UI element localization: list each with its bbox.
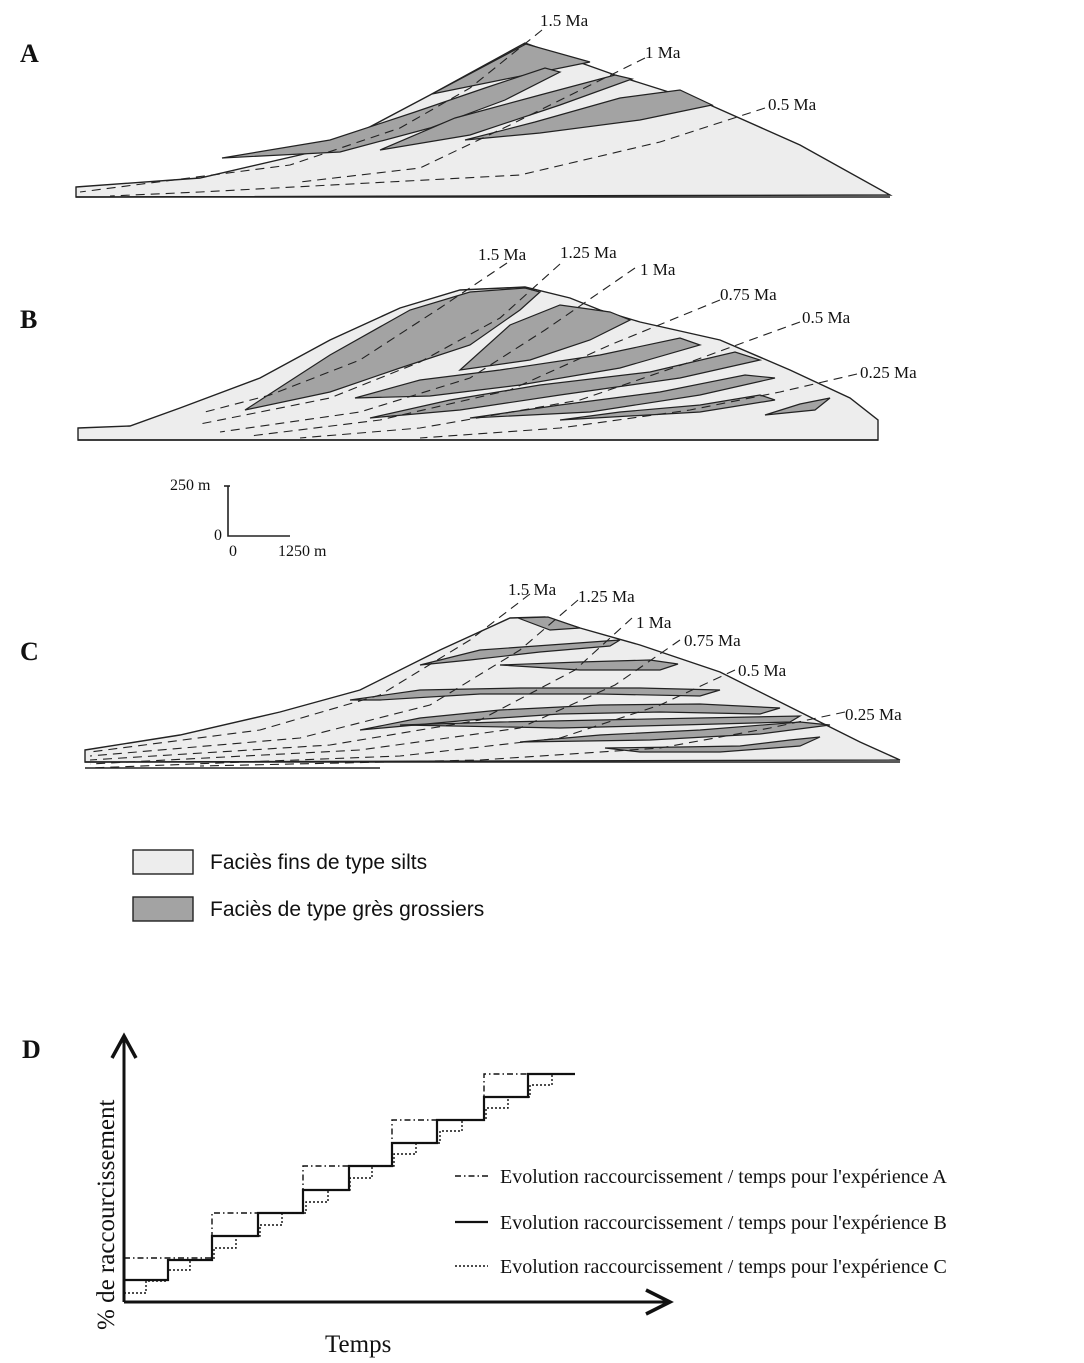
- panel-b-age-label: 1.25 Ma: [560, 243, 617, 262]
- panel-b-isochron: [219, 267, 636, 433]
- panel-b-age-label: 0.5 Ma: [802, 308, 851, 327]
- panel-c-coarse-layer: [419, 639, 621, 666]
- panel-b-coarse-layer: [764, 397, 831, 416]
- x-axis-label: Temps: [325, 1331, 391, 1358]
- legend-label-c: Evolution raccourcissement / temps pour …: [500, 1256, 947, 1278]
- panel-a-isochron: [299, 57, 646, 183]
- panel-c-coarse-layer: [604, 736, 821, 753]
- panel-c-coarse-layer: [517, 616, 581, 631]
- panel-b-coarse-layer: [559, 394, 776, 421]
- panel-b-isochron: [204, 262, 508, 413]
- panel-b-isochron: [249, 299, 721, 437]
- legend-label-fine: Faciès fins de type silts: [210, 851, 427, 874]
- panel-a-coarse-layer: [221, 67, 562, 159]
- panel-c-coarse-layer: [349, 687, 721, 701]
- panel-c-letter: C: [20, 637, 39, 666]
- panel-a-age-label: 0.5 Ma: [768, 95, 817, 114]
- panel-b-age-label: 0.75 Ma: [720, 285, 777, 304]
- panel-c-coarse-layer: [499, 659, 679, 671]
- panel-b-coarse-layer: [354, 337, 702, 399]
- panel-b-age-label: 1 Ma: [640, 260, 676, 279]
- panel-c: C 1.5 Ma 1.25 Ma 1 Ma 0.75 Ma 0.5 Ma 0.2…: [20, 580, 902, 769]
- panel-c-coarse-layer: [519, 721, 831, 743]
- y-axis-label: % de raccourcissement: [93, 1100, 120, 1330]
- panel-a-age-label: 1 Ma: [645, 43, 681, 62]
- panel-b-coarse-layer: [244, 287, 542, 411]
- panel-a-coarse-layer: [379, 74, 635, 151]
- panel-a-age-label: 1.5 Ma: [540, 11, 589, 30]
- panel-c-coarse-layer: [359, 703, 781, 731]
- panel-a: A 1.5 Ma 1 Ma 0.5 Ma: [20, 11, 893, 198]
- panel-d: D % de raccourcissement Temps Evolution …: [22, 1032, 947, 1358]
- legend-label-a: Evolution raccourcissement / temps pour …: [500, 1166, 947, 1188]
- panel-b: B 1.5 Ma 1.25 Ma 1 Ma 0.75 Ma 0.5 Ma 0.2…: [20, 243, 917, 441]
- panel-b-isochron: [299, 321, 801, 439]
- panel-b-age-label: 0.25 Ma: [860, 363, 917, 382]
- panel-a-letter: A: [20, 39, 39, 68]
- panel-c-coarse-layer: [399, 715, 803, 729]
- panel-c-age-label: 1 Ma: [636, 613, 672, 632]
- scale-bar: 250 m 0 0 1250 m: [170, 477, 327, 560]
- panel-c-age-label: 0.25 Ma: [845, 705, 902, 724]
- panel-a-isochron: [109, 107, 766, 197]
- scale-bar-origin-x-label: 0: [229, 543, 237, 560]
- panel-b-isochron: [199, 263, 561, 425]
- series-b-curve: [124, 1072, 575, 1282]
- panel-c-isochron: [89, 669, 736, 769]
- panel-c-age-label: 0.75 Ma: [684, 631, 741, 650]
- panel-a-coarse-layer: [464, 89, 714, 141]
- facies-legend: Faciès fins de type silts Faciès de type…: [132, 849, 484, 922]
- panel-a-coarse-layer: [431, 43, 591, 95]
- scale-bar-origin-y-label: 0: [214, 527, 222, 544]
- panel-d-letter: D: [22, 1035, 41, 1064]
- panel-b-coarse-layer: [458, 304, 632, 371]
- y-axis-arrow-icon: [110, 1032, 138, 1059]
- panel-c-age-label: 0.5 Ma: [738, 661, 787, 680]
- panel-c-isochron: [199, 711, 846, 767]
- panel-c-isochron: [89, 593, 531, 753]
- legend-label-coarse: Faciès de type grès grossiers: [210, 898, 484, 921]
- panel-b-coarse-layer: [469, 374, 776, 419]
- panel-a-isochron: [79, 29, 543, 193]
- panel-c-isochron: [89, 617, 633, 761]
- panel-c-age-label: 1.5 Ma: [508, 580, 557, 599]
- scale-bar-vertical-label: 250 m: [170, 477, 211, 494]
- panel-b-letter: B: [20, 305, 37, 334]
- panel-c-isochron: [89, 639, 681, 765]
- panel-c-isochron: [89, 599, 579, 757]
- scale-bar-horizontal-label: 1250 m: [278, 543, 327, 560]
- panel-b-coarse-layer: [369, 351, 763, 419]
- panel-b-isochron: [419, 373, 858, 439]
- panel-b-age-label: 1.5 Ma: [478, 245, 527, 264]
- panel-c-age-label: 1.25 Ma: [578, 587, 635, 606]
- series-c-curve: [124, 1073, 575, 1294]
- x-axis-arrow-icon: [645, 1288, 674, 1316]
- scale-bar-lines: [227, 486, 290, 537]
- legend-swatch-coarse: [132, 896, 194, 922]
- legend-label-b: Evolution raccourcissement / temps pour …: [500, 1212, 947, 1234]
- legend-swatch-fine: [132, 849, 194, 875]
- chart-legend: Evolution raccourcissement / temps pour …: [455, 1166, 947, 1278]
